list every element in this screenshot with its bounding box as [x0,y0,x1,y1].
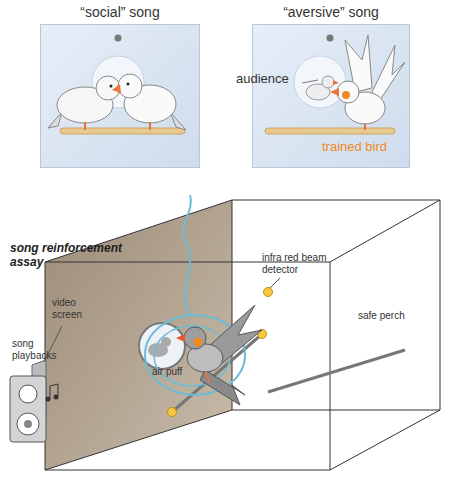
screen-wall [45,200,232,470]
audience-bird [306,76,339,100]
perch [265,128,395,134]
trained-bird [330,35,405,130]
safe-perch [268,350,405,392]
part-label: infra red beam detector [262,252,354,275]
speaker [10,376,46,442]
bird [48,76,128,130]
leader-line [302,80,318,83]
panel-dot [327,35,334,42]
panel-heading: “aversive” song [252,2,410,22]
window [294,56,346,108]
leader-line [270,278,280,288]
panel-dot [115,35,122,42]
callout-label: trained bird [322,140,412,155]
assay-title: song reinforcement assay [10,242,140,270]
part-label: air puff [152,366,202,378]
chamber-outline [45,200,440,470]
leader-line [44,326,62,362]
panel-heading: “social” song [40,2,200,22]
assay-bird [176,305,262,405]
part-label: video screen [52,297,97,320]
bird [112,74,186,130]
air-puff [145,195,245,395]
callout-label: audience [236,72,306,87]
perch [60,128,185,134]
ir-sensor [264,288,273,297]
part-label: safe perch [358,310,428,322]
part-label: song playbacks [12,338,64,361]
ir-sensor [168,408,177,417]
